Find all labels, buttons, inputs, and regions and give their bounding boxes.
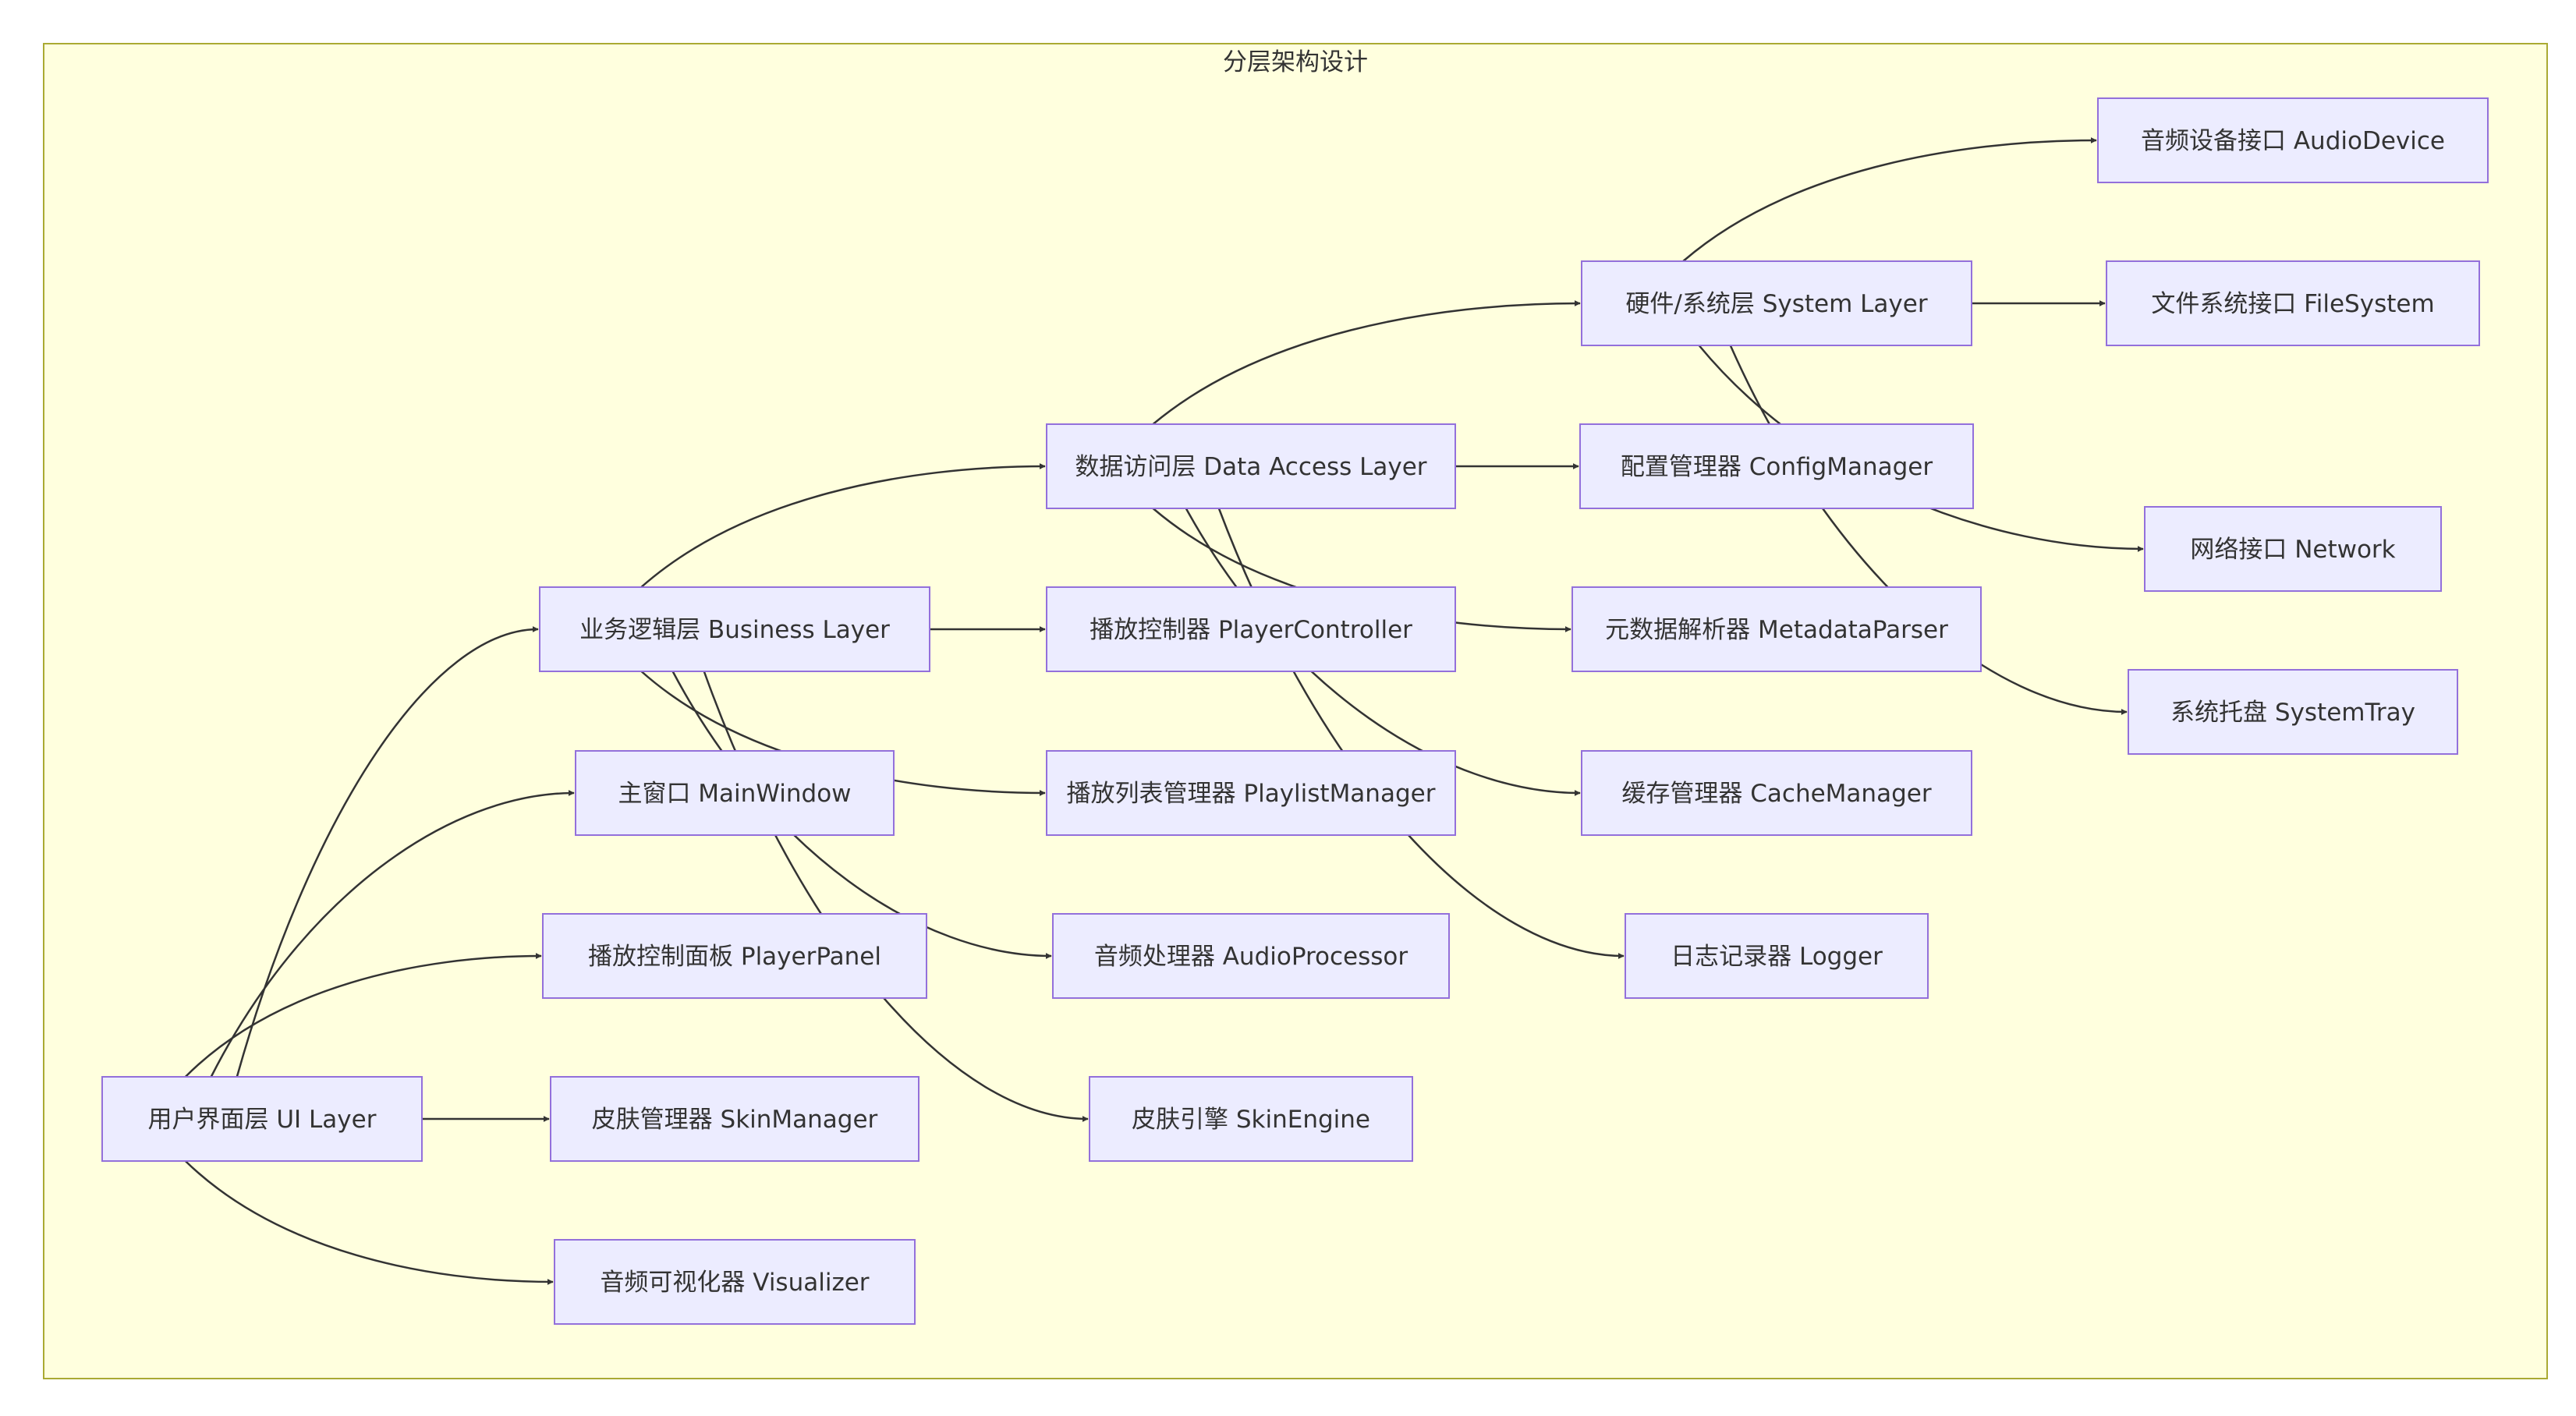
node-audiodev[interactable]: 音频设备接口 AudioDevice: [2097, 97, 2489, 183]
node-label: 皮肤管理器 SkinManager: [592, 1106, 878, 1134]
node-box: [1579, 423, 1974, 509]
node-label: 音频设备接口 AudioDevice: [2141, 127, 2445, 155]
node-box: [2144, 506, 2442, 592]
edge-sys-to-audiodev: [1682, 137, 2097, 262]
node-visualizer[interactable]: 音频可视化器 Visualizer: [554, 1239, 916, 1325]
node-label: 主窗口 MainWindow: [618, 780, 851, 808]
node-playerpanel[interactable]: 播放控制面板 PlayerPanel: [542, 913, 927, 999]
node-box: [1046, 750, 1456, 836]
node-cache[interactable]: 缓存管理器 CacheManager: [1581, 750, 1972, 836]
node-box: [101, 1076, 423, 1162]
node-label: 皮肤引擎 SkinEngine: [1132, 1106, 1370, 1134]
node-box: [1089, 1076, 1413, 1162]
node-label: 音频可视化器 Visualizer: [600, 1269, 869, 1297]
node-label: 文件系统接口 FileSystem: [2151, 290, 2434, 318]
node-skinmgr[interactable]: 皮肤管理器 SkinManager: [550, 1076, 919, 1162]
node-label: 硬件/系统层 System Layer: [1625, 290, 1927, 318]
edge-dal-to-sys: [1152, 300, 1581, 425]
node-box: [550, 1076, 919, 1162]
node-label: 元数据解析器 MetadataParser: [1605, 616, 1948, 644]
node-label: 播放控制面板 PlayerPanel: [588, 943, 881, 971]
node-dal[interactable]: 数据访问层 Data Access Layer: [1046, 423, 1456, 509]
node-box: [2097, 97, 2489, 183]
node-box: [1052, 913, 1450, 999]
node-label: 数据访问层 Data Access Layer: [1075, 453, 1426, 481]
node-box: [1581, 750, 1972, 836]
node-label: 网络接口 Network: [2190, 536, 2395, 564]
node-label: 配置管理器 ConfigManager: [1621, 453, 1933, 481]
node-label: 业务逻辑层 Business Layer: [579, 616, 890, 644]
node-box: [1571, 586, 1982, 672]
node-biz[interactable]: 业务逻辑层 Business Layer: [539, 586, 930, 672]
node-box: [554, 1239, 916, 1325]
node-logger[interactable]: 日志记录器 Logger: [1625, 913, 1929, 999]
node-tray[interactable]: 系统托盘 SystemTray: [2128, 669, 2458, 755]
node-playlist[interactable]: 播放列表管理器 PlaylistManager: [1046, 750, 1456, 836]
edge-biz-to-dal: [640, 463, 1046, 588]
node-box: [1046, 423, 1456, 509]
edge-dal-to-cache: [1185, 508, 1581, 796]
diagram-title: 分层架构设计: [1223, 48, 1368, 76]
node-box: [575, 750, 895, 836]
node-label: 播放控制器 PlayerController: [1090, 616, 1412, 644]
edge-ui-to-visualizer: [184, 1160, 554, 1285]
node-fs[interactable]: 文件系统接口 FileSystem: [2106, 260, 2480, 346]
node-network[interactable]: 网络接口 Network: [2144, 506, 2442, 592]
node-label: 缓存管理器 CacheManager: [1621, 780, 1931, 808]
node-label: 用户界面层 UI Layer: [148, 1106, 377, 1134]
edge-ui-to-biz: [236, 626, 539, 1078]
node-box: [539, 586, 930, 672]
edge-ui-to-playerpanel: [184, 953, 542, 1078]
node-playerctl[interactable]: 播放控制器 PlayerController: [1046, 586, 1456, 672]
node-skinengine[interactable]: 皮肤引擎 SkinEngine: [1089, 1076, 1413, 1162]
node-box: [1625, 913, 1929, 999]
node-audioproc[interactable]: 音频处理器 AudioProcessor: [1052, 913, 1450, 999]
node-label: 系统托盘 SystemTray: [2170, 699, 2415, 727]
node-config[interactable]: 配置管理器 ConfigManager: [1579, 423, 1974, 509]
node-label: 音频处理器 AudioProcessor: [1094, 943, 1408, 971]
node-box: [542, 913, 927, 999]
node-layer: 用户界面层 UI Layer 业务逻辑层 Business Layer 主窗口 Ma…: [101, 97, 2489, 1325]
edge-biz-to-audioproc: [671, 671, 1052, 959]
node-box: [1581, 260, 1972, 346]
node-metadata[interactable]: 元数据解析器 MetadataParser: [1571, 586, 1982, 672]
node-label: 播放列表管理器 PlaylistManager: [1067, 780, 1436, 808]
node-mainwin[interactable]: 主窗口 MainWindow: [575, 750, 895, 836]
node-box: [1046, 586, 1456, 672]
node-box: [2128, 669, 2458, 755]
node-box: [2106, 260, 2480, 346]
edge-ui-to-mainwin: [210, 790, 575, 1078]
node-label: 日志记录器 Logger: [1671, 943, 1883, 971]
node-sys[interactable]: 硬件/系统层 System Layer: [1581, 260, 1972, 346]
node-ui[interactable]: 用户界面层 UI Layer: [101, 1076, 423, 1162]
